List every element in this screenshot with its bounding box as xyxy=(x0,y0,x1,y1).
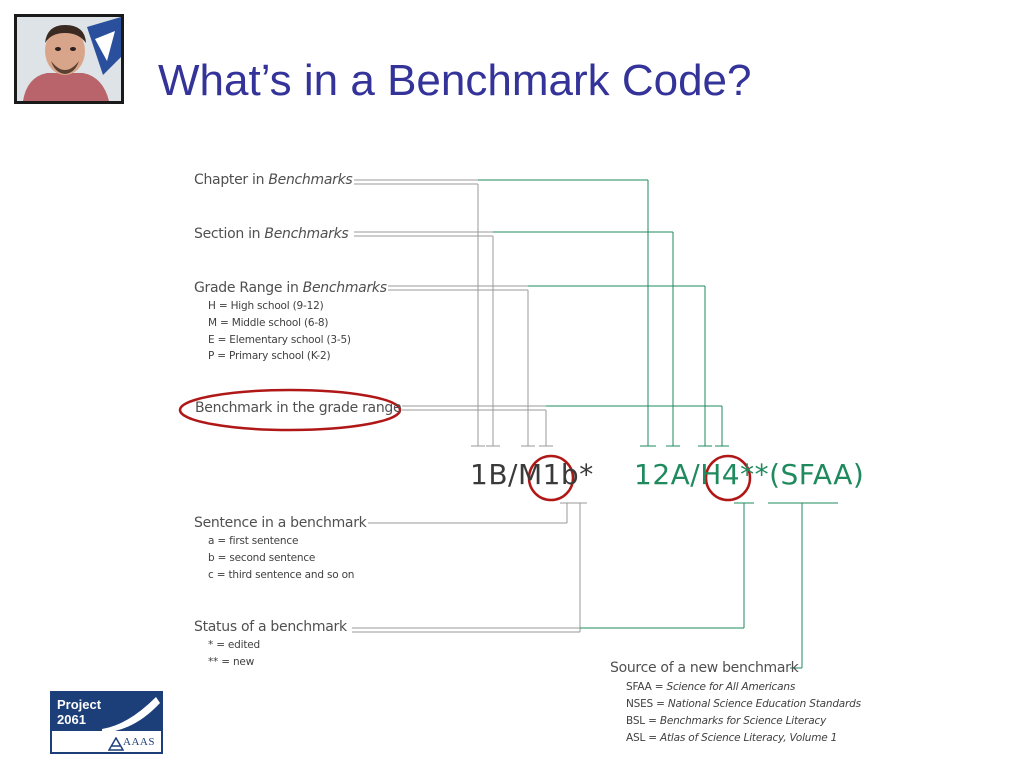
source-item: ASL = Atlas of Science Literacy, Volume … xyxy=(626,732,838,744)
page-title: What’s in a Benchmark Code? xyxy=(158,56,752,105)
swoosh-icon xyxy=(102,697,160,733)
source-connector xyxy=(768,502,838,669)
section-connector xyxy=(354,231,500,447)
sentence-item: c = third sentence and so on xyxy=(208,569,355,581)
benchmark-connector xyxy=(402,405,553,447)
logo-org: AAAS xyxy=(123,736,155,748)
benchmark-4-highlight xyxy=(704,454,752,502)
status-item: * = edited xyxy=(208,639,261,651)
source-item: BSL = Benchmarks for Science Literacy xyxy=(626,715,827,727)
sentence-item: b = second sentence xyxy=(208,552,316,564)
source-item: NSES = National Science Education Standa… xyxy=(626,698,861,710)
label-benchmark: Benchmark in the grade range xyxy=(195,400,402,416)
code-example-gray: 1B/M1b* xyxy=(470,458,594,491)
sentence-connector xyxy=(368,502,574,524)
sentence-item: a = first sentence xyxy=(208,535,299,547)
benchmark-label-highlight xyxy=(178,388,402,432)
status-connector xyxy=(352,502,754,633)
grade-item: E = Elementary school (3-5) xyxy=(208,334,351,346)
project-2061-logo: Project 2061 AAAS xyxy=(50,691,163,754)
grade-item: H = High school (9-12) xyxy=(208,300,324,312)
grade-item: M = Middle school (6-8) xyxy=(208,317,329,329)
label-status: Status of a benchmark xyxy=(194,619,347,635)
aaas-mark-icon xyxy=(108,737,124,751)
grade-item: P = Primary school (K-2) xyxy=(208,350,331,362)
status-item: ** = new xyxy=(208,656,255,668)
code-example-green: 12A/H4**(SFAA) xyxy=(634,458,865,491)
grade-connector xyxy=(388,285,535,447)
label-sentence: Sentence in a benchmark xyxy=(194,515,367,531)
label-source: Source of a new benchmark xyxy=(610,660,799,676)
benchmark-1-highlight xyxy=(527,454,575,502)
presenter-photo xyxy=(14,14,124,104)
label-chapter: Chapter in Benchmarks xyxy=(194,172,353,188)
logo-line1: Project xyxy=(57,697,102,712)
presenter-portrait-icon xyxy=(17,17,121,101)
label-grade-range: Grade Range in Benchmarks xyxy=(194,280,387,296)
label-section: Section in Benchmarks xyxy=(194,226,349,242)
logo-line2: 2061 xyxy=(57,712,86,727)
source-item: SFAA = Science for All Americans xyxy=(626,681,796,693)
chapter-connector xyxy=(354,179,485,447)
